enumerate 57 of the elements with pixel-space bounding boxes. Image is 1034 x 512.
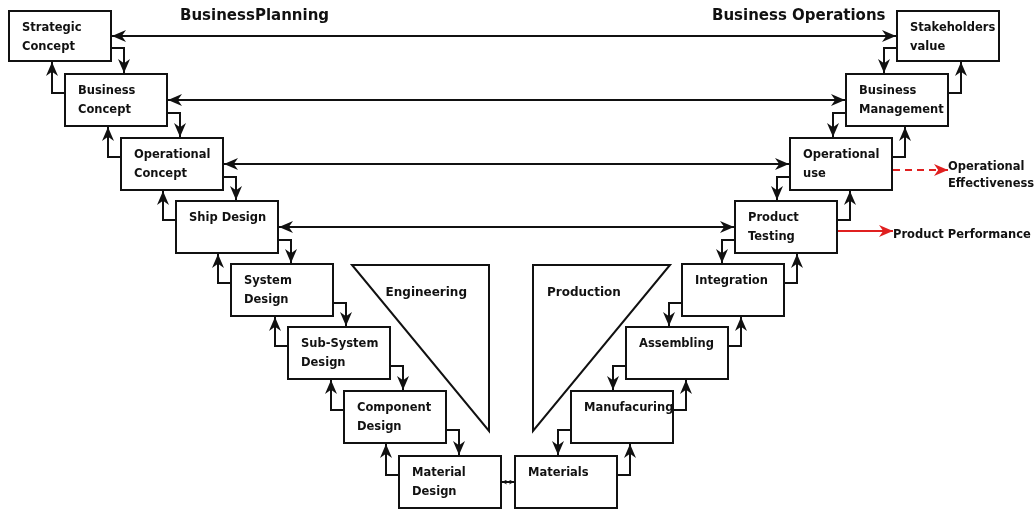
triangle-label: Production [547, 285, 621, 299]
arrow [837, 225, 894, 237]
arrow [771, 176, 790, 201]
process-box: Material Design [398, 455, 502, 509]
arrow [663, 302, 682, 327]
arrow [278, 239, 297, 264]
process-box: Stakeholders value [896, 10, 1000, 62]
triangle-label: Engineering [385, 285, 467, 299]
arrow [269, 316, 288, 347]
arrow [607, 365, 626, 391]
arrow [390, 365, 409, 391]
phase-heading: BusinessPlanning [180, 6, 330, 24]
arrow [617, 443, 636, 476]
arrow [501, 479, 515, 485]
arrow [167, 112, 186, 138]
process-box: Assembling [625, 326, 729, 380]
phase-heading: Business Operations [712, 6, 886, 24]
arrow [892, 126, 911, 158]
arrow [784, 253, 803, 284]
arrow [716, 239, 735, 264]
process-box: Integration [681, 263, 785, 317]
process-box: Materials [514, 455, 618, 509]
arrow [673, 379, 692, 411]
process-box: Operational Concept [120, 137, 224, 191]
outcome-label: Operational Effectiveness [948, 158, 1034, 194]
arrow [111, 47, 130, 74]
arrow [948, 61, 967, 94]
arrow [102, 126, 121, 158]
arrow [728, 316, 747, 347]
arrow [552, 429, 571, 456]
arrow [827, 112, 846, 138]
arrow [380, 443, 399, 476]
arrow [325, 379, 344, 411]
process-box: Business Concept [64, 73, 168, 127]
arrow [446, 429, 465, 456]
arrow [167, 94, 846, 106]
process-box: Sub-System Design [287, 326, 391, 380]
process-box: Manufacuring [570, 390, 674, 444]
process-box: Component Design [343, 390, 447, 444]
arrow [278, 221, 735, 233]
arrow [837, 190, 856, 221]
arrow [878, 47, 897, 74]
arrow [892, 164, 949, 176]
arrow [212, 253, 231, 284]
arrow [46, 61, 65, 94]
process-box: Strategic Concept [8, 10, 112, 62]
arrow [223, 158, 790, 170]
process-box: Product Testing [734, 200, 838, 254]
arrow [333, 302, 352, 327]
arrow [111, 30, 897, 42]
arrow [223, 176, 242, 201]
arrow [157, 190, 176, 221]
process-box: Operational use [789, 137, 893, 191]
process-box: Business Management [845, 73, 949, 127]
process-box: Ship Design [175, 200, 279, 254]
outcome-label: Product Performance [893, 226, 1033, 244]
process-box: System Design [230, 263, 334, 317]
